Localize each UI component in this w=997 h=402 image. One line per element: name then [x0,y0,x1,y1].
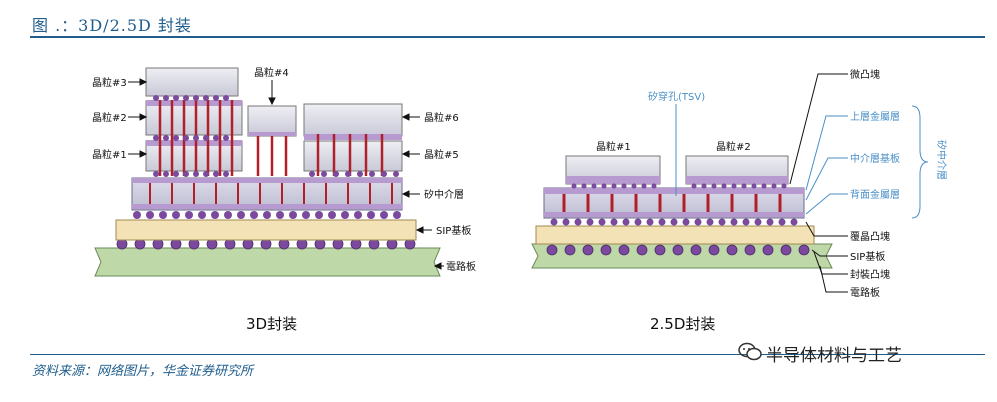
flipchip-bumps-25d [550,218,798,226]
watermark-text: 半导体材料与工艺 [766,346,902,366]
label-interposer-substrate-25d: 中介層基板 [850,152,900,165]
sip-substrate-3d [115,219,417,241]
caption-3d: 3D封装 [246,315,298,333]
source-note: 资料来源：网络图片，华金证券研究所 [32,364,254,379]
watermark: 半导体材料与工艺 [738,338,978,368]
sip-substrate-25d [535,225,815,245]
die-4-3d [247,105,297,137]
label-die1-3d: 晶粒#1 [92,148,127,161]
package-bumps-25d [546,244,810,256]
label-die3-3d: 晶粒#3 [92,76,127,89]
interposer-tsv-25d [562,194,782,212]
label-back-metal-25d: 背面金屬層 [850,188,900,201]
label-microbump-25d: 微凸塊 [850,68,880,81]
footer-rule [30,354,985,355]
label-upper-metal-25d: 上層金屬層 [850,110,900,123]
die-6-3d [303,103,403,137]
label-interposer-3d: 矽中介層 [424,188,464,201]
label-die2-25d: 晶粒#2 [716,140,751,153]
label-flipchip-bump-25d: 覆晶凸塊 [850,230,890,243]
label-sip-25d: SIP基板 [850,250,885,263]
interposer-tsv-3d [149,183,393,204]
label-pcb-3d: 電路板 [446,260,476,273]
label-die2-3d: 晶粒#2 [92,111,127,124]
label-die6-3d: 晶粒#6 [424,111,459,124]
die-5-3d [303,140,403,172]
label-die1-25d: 晶粒#1 [596,140,631,153]
pcb-board-3d [94,247,441,277]
label-die5-3d: 晶粒#5 [424,148,459,161]
label-pcb-25d: 電路板 [850,286,880,299]
label-die4-3d: 晶粒#4 [254,66,289,79]
wechat-icon [738,342,762,361]
label-sip-3d: SIP基板 [436,224,471,237]
flipchip-bumps-3d [133,211,401,219]
package-bumps-3d [116,238,416,250]
die-2-3d [145,100,243,136]
label-tsv-25d: 矽穿孔(TSV) [648,90,705,103]
label-si-interposer-25d: 矽中介層 [935,140,948,180]
die-3-3d [145,67,239,97]
microbumps-25d [571,183,787,189]
title-bar: 图 .：3D/2.5D 封装 [30,8,985,38]
figure-title: 图 .：3D/2.5D 封装 [32,16,192,35]
caption-25d: 2.5D封装 [650,315,716,333]
label-package-bump-25d: 封裝凸塊 [850,268,890,281]
